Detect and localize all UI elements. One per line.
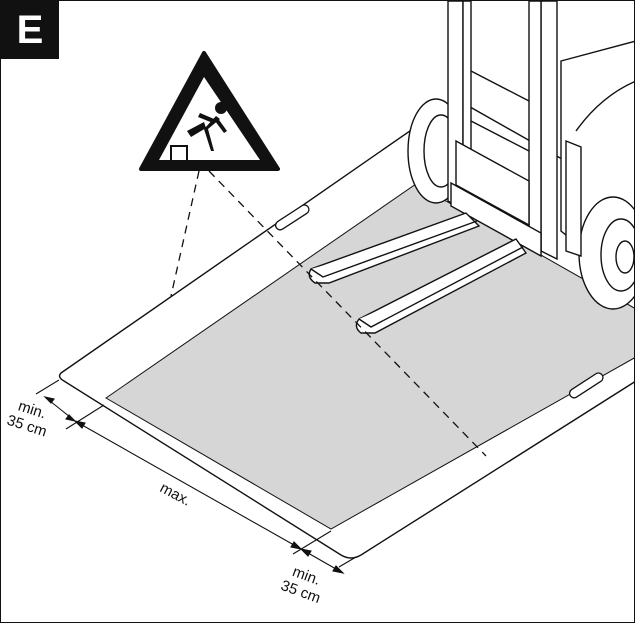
forklift-icon bbox=[308, 1, 634, 334]
panel-letter-badge: E bbox=[1, 1, 59, 59]
handle-slot-right bbox=[568, 372, 604, 399]
dimension-lines bbox=[35, 379, 357, 574]
panel-letter: E bbox=[16, 7, 44, 52]
handle-slot-top bbox=[274, 204, 310, 231]
fall-hazard-warning-icon bbox=[139, 51, 280, 171]
driving-zone bbox=[105, 183, 634, 530]
sight-lines bbox=[170, 170, 487, 457]
